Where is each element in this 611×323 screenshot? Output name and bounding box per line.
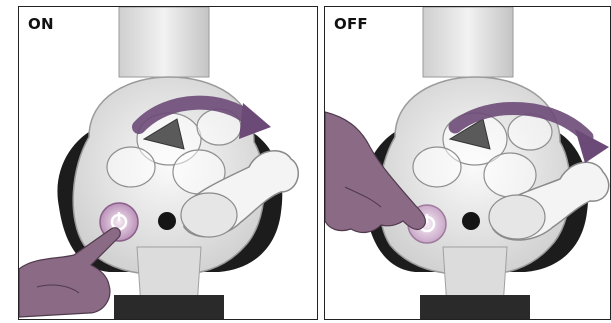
ghost-handle: [107, 147, 155, 187]
panel-on-label: ON: [28, 15, 54, 33]
bottom-base: [114, 295, 224, 320]
panel-on: ON: [18, 6, 318, 320]
ghost-handle: [413, 147, 461, 187]
top-pipe: [423, 7, 513, 77]
arrow-head: [239, 103, 271, 139]
lever-hub: [181, 193, 237, 237]
bottom-base: [420, 295, 530, 320]
device-illustration-off: [325, 7, 611, 320]
panel-off: OFF: [324, 6, 611, 320]
device-illustration-on: [19, 7, 318, 320]
indicator-dot: [462, 212, 480, 230]
indicator-dot: [158, 212, 176, 230]
panel-off-label: OFF: [334, 15, 368, 33]
top-pipe: [119, 7, 209, 77]
lever-hub: [489, 195, 545, 239]
